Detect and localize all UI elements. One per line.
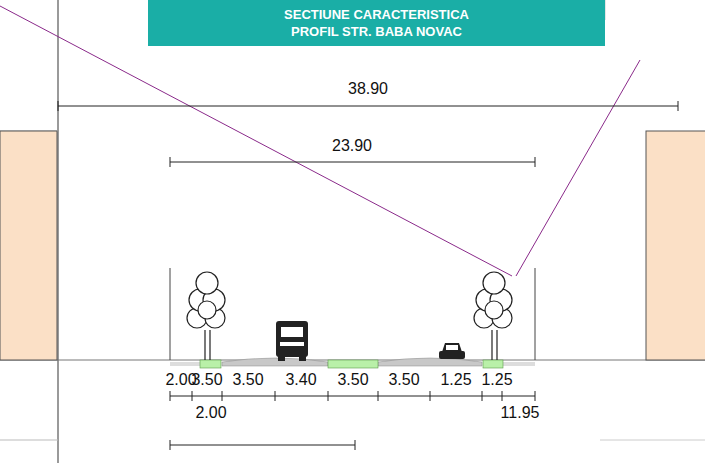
dimension-label: 11.95 xyxy=(500,404,541,422)
dimension-label: 1.25 xyxy=(480,371,513,389)
dimension-label: 2.00 xyxy=(194,404,227,422)
title-band: SECTIUNE CARACTERISTICA PROFIL STR. BABA… xyxy=(148,0,605,46)
dimension-label: 38.90 xyxy=(347,80,389,98)
title-text: SECTIUNE CARACTERISTICA PROFIL STR. BABA… xyxy=(269,6,484,40)
dimension-label: 3.50 xyxy=(336,371,369,389)
dimension-label: 3.40 xyxy=(284,371,317,389)
dimension-label: 1.25 xyxy=(439,371,472,389)
dimension-label: 3.50 xyxy=(231,371,264,389)
dimension-label: 3.50 xyxy=(190,371,223,389)
dimension-label: 23.90 xyxy=(331,137,373,155)
dimension-label: 3.50 xyxy=(387,371,420,389)
